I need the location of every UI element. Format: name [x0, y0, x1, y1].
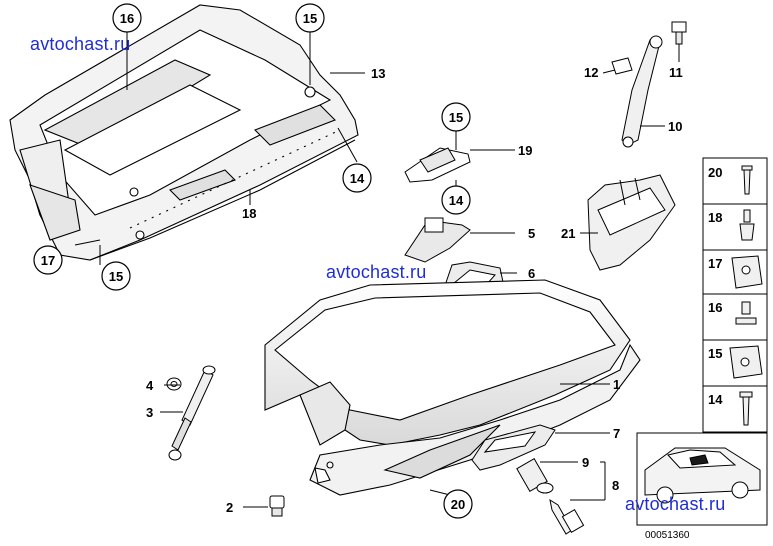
lock-assembly-part-21 [587, 174, 676, 271]
gas-strut-part-3 [168, 365, 216, 461]
car-locator-thumbnail [636, 432, 768, 526]
legend-label-18: 18 [708, 210, 722, 225]
callout-16: 16 [112, 3, 142, 33]
lock-cylinder-part-9 [516, 458, 554, 494]
callout-11: 11 [669, 65, 683, 80]
stay-rod-part-10 [621, 35, 663, 148]
callout-15-mid: 15 [441, 102, 471, 132]
callout-10: 10 [668, 119, 682, 134]
glovebox-main-part-1 [264, 279, 641, 496]
callout-15-left: 15 [101, 261, 131, 291]
callout-12: 12 [584, 65, 598, 80]
callout-18: 18 [242, 206, 256, 221]
callout-1: 1 [613, 377, 620, 392]
key-part-8 [549, 498, 585, 535]
callout-14-top: 14 [342, 163, 372, 193]
diagram-number: 00051360 [645, 530, 690, 541]
callout-4: 4 [146, 378, 154, 393]
handle-part-7 [471, 424, 556, 471]
fastener-legend [702, 157, 768, 433]
svg-text:14: 14 [449, 193, 464, 208]
callout-19: 19 [518, 143, 532, 158]
callout-20: 20 [443, 489, 473, 519]
legend-label-14: 14 [708, 392, 723, 407]
callout-8: 8 [612, 478, 619, 493]
legend-label-20: 20 [708, 165, 722, 180]
svg-text:15: 15 [109, 269, 123, 284]
callout-13: 13 [371, 66, 385, 81]
callout-15-top: 15 [295, 3, 325, 33]
callout-5: 5 [528, 226, 535, 241]
callout-21: 21 [561, 226, 575, 241]
callout-9: 9 [582, 455, 589, 470]
svg-text:17: 17 [41, 253, 55, 268]
svg-text:20: 20 [451, 497, 465, 512]
callout-14-mid: 14 [441, 185, 471, 215]
upper-tray-drawing [9, 4, 359, 261]
spacer-part-4 [166, 377, 182, 391]
watermark-top-left: avtochast.ru [30, 34, 131, 54]
svg-text:15: 15 [303, 11, 317, 26]
watermark-middle: avtochast.ru [326, 262, 427, 282]
legend-label-16: 16 [708, 300, 722, 315]
leader-lines [74, 30, 680, 508]
legend-label-17: 17 [708, 256, 722, 271]
legend-label-15: 15 [708, 346, 722, 361]
svg-text:16: 16 [120, 11, 134, 26]
callout-2: 2 [226, 500, 233, 515]
svg-text:14: 14 [350, 171, 365, 186]
clip-part-12 [611, 57, 633, 75]
bumper-part-2 [269, 495, 285, 517]
striker-part-5 [404, 217, 471, 263]
bracket-part-19 [404, 147, 471, 183]
callout-6: 6 [528, 266, 535, 281]
callout-17: 17 [33, 245, 63, 275]
callout-7: 7 [613, 426, 620, 441]
bolt-part-11 [671, 21, 687, 45]
watermark-bottom-right: avtochast.ru [625, 494, 726, 514]
callout-3: 3 [146, 405, 153, 420]
svg-text:15: 15 [449, 110, 463, 125]
